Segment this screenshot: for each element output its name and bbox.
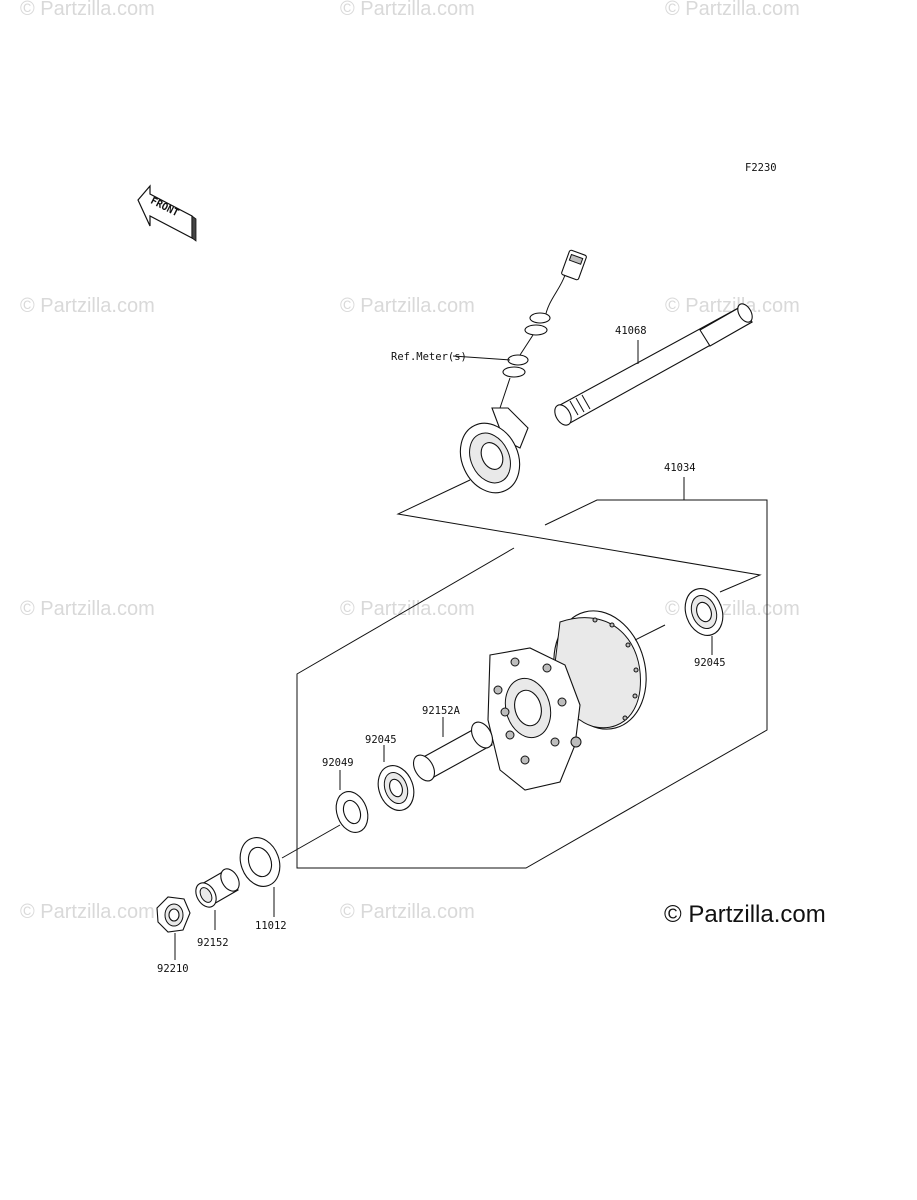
part-number-41034: 41034 <box>664 462 696 474</box>
part-number-92152A: 92152A <box>422 705 461 717</box>
part-axle: 41068 <box>554 303 753 426</box>
watermark: © Partzilla.com <box>20 901 155 923</box>
part-hub <box>487 610 647 791</box>
figure-code: F2230 <box>745 162 777 174</box>
meter-sensor: Ref.Meter(s) <box>391 249 587 494</box>
watermark: © Partzilla.com <box>340 901 475 923</box>
assembly-frame <box>296 477 768 869</box>
watermark: © Partzilla.com <box>20 295 155 317</box>
part-number-92045-right: 92045 <box>694 657 726 669</box>
part-nut: 92210 <box>156 896 191 975</box>
part-bearing-left: 92045 <box>365 734 415 811</box>
watermark: © Partzilla.com <box>340 295 475 317</box>
watermark: © Partzilla.com <box>665 0 800 20</box>
part-number-11012: 11012 <box>255 920 287 932</box>
part-spacer: 92152A <box>412 705 494 782</box>
part-oil-seal: 92049 <box>322 757 369 833</box>
ref-meter-label: Ref.Meter(s) <box>391 351 467 363</box>
part-collar: 11012 <box>239 837 287 932</box>
copyright-text: © Partzilla.com <box>664 901 826 928</box>
part-number-41068: 41068 <box>615 325 647 337</box>
watermark: © Partzilla.com <box>665 295 800 317</box>
watermark: © Partzilla.com <box>340 0 475 20</box>
front-arrow-icon: FRONT <box>137 184 197 242</box>
part-number-92045-left: 92045 <box>365 734 397 746</box>
watermark: © Partzilla.com <box>20 598 155 620</box>
part-collar-small: 92152 <box>195 868 240 949</box>
part-number-92210: 92210 <box>157 963 189 975</box>
part-bearing-right: 92045 <box>684 588 726 669</box>
part-number-92049: 92049 <box>322 757 354 769</box>
part-number-92152: 92152 <box>197 937 229 949</box>
watermark: © Partzilla.com <box>20 0 155 20</box>
watermark: © Partzilla.com <box>340 598 475 620</box>
